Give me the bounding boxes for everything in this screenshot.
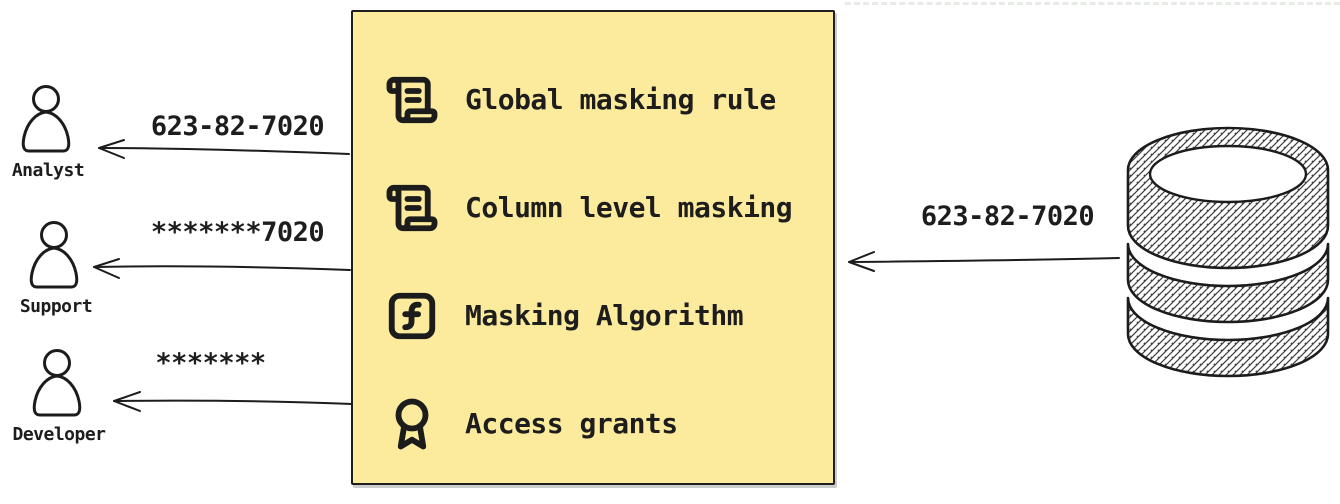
dashed-border-fragment [845,2,1340,5]
user-icon [21,85,71,153]
masking-rule-row: Masking Algorithm [353,287,833,344]
persona-support: Support [14,221,98,317]
masking-rule-row: Global masking rule [353,71,833,128]
database-value-label: 623-82-7020 [920,201,1095,232]
masking-rule-label: Global masking rule [465,83,776,116]
scroll-text-icon [386,184,438,231]
award-icon [395,398,429,449]
function-square-icon [388,292,436,339]
persona-analyst-label: Analyst [11,160,85,181]
arrow-to-support [93,258,351,279]
persona-developer-label: Developer [12,424,106,445]
user-icon [32,349,82,417]
scroll-text-icon [386,76,438,123]
masking-rule-label: Masking Algorithm [465,299,744,332]
arrow-to-developer [113,391,353,412]
database-icon [1126,126,1330,378]
support-value-label: *******7020 [150,217,325,248]
arrow-database-to-box [848,251,1120,272]
masking-rule-row: Column level masking [353,179,833,236]
persona-support-label: Support [19,296,93,317]
persona-developer: Developer [12,349,106,445]
analyst-value-label: 623-82-7020 [150,111,325,142]
user-icon [29,221,79,289]
masking-rule-label: Column level masking [465,191,793,224]
persona-analyst: Analyst [6,85,90,181]
masking-rule-label: Access grants [465,407,678,440]
arrow-to-analyst [98,139,350,159]
developer-value-label: ******* [155,348,266,379]
masking-rule-row: Access grants [353,395,833,452]
masking-rules-panel: Global masking rule Column level masking… [351,10,835,485]
